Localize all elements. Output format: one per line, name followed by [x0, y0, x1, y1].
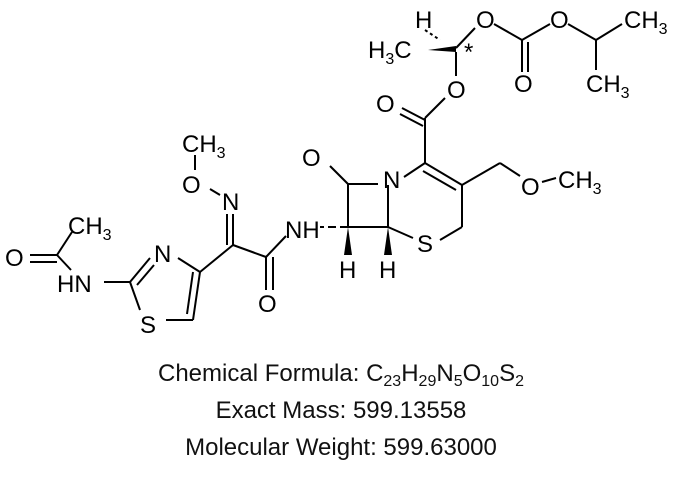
atom-n-lactam: N: [383, 167, 400, 194]
atom-o2: O: [550, 7, 569, 34]
molecular-weight: Molecular Weight: 599.63000: [185, 434, 497, 461]
atom-n-oxime: N: [222, 189, 239, 216]
atom-o-lactam: O: [302, 145, 321, 172]
atom-s-thiazole: S: [140, 312, 156, 339]
atom-h-c7: H: [339, 257, 356, 284]
atom-nh-amide: NH: [285, 217, 320, 244]
atom-hn-acetyl: HN: [57, 271, 92, 298]
atom-o-methoxymethyl: O: [521, 174, 540, 201]
atom-o-oxime: O: [182, 172, 201, 199]
atom-o-amide: O: [258, 291, 277, 318]
atom-s-ring: S: [417, 231, 433, 258]
atom-n-thiazole: N: [154, 241, 171, 268]
atom-h3c: H3C: [368, 37, 412, 68]
atom-h-stereo: H: [415, 7, 432, 34]
wedge-bond: [428, 46, 456, 52]
chemical-formula: C23H29N5O10S2: [366, 360, 524, 390]
atom-h-c6: H: [379, 257, 396, 284]
atom-ch3-methoxymethyl: CH3: [558, 167, 602, 198]
atom-ch3-top: CH3: [624, 7, 668, 38]
atom-o-ester-dbl: O: [376, 91, 395, 118]
atom-ch3-bottom: CH3: [586, 71, 630, 102]
stereo-star: *: [464, 39, 473, 66]
atom-ch3-acetyl: CH3: [68, 213, 112, 244]
chemical-structure: H H3C * O O O CH3 CH3 O O N S O H H O CH…: [5, 7, 668, 339]
atom-ch3-oxime: CH3: [182, 131, 226, 162]
formula-line: Chemical Formula: C23H29N5O10S2: [158, 360, 524, 390]
atom-o1: O: [476, 7, 495, 34]
atom-o-carbonyl: O: [514, 71, 533, 98]
atom-o-acetyl: O: [5, 245, 24, 272]
exact-mass: Exact Mass: 599.13558: [215, 397, 467, 424]
atom-o-ester: O: [447, 77, 466, 104]
